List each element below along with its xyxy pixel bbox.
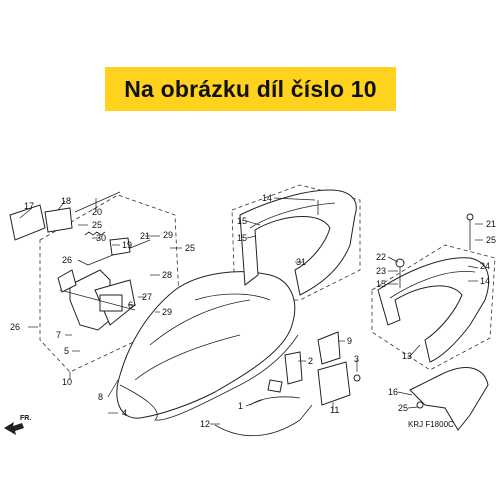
leader-lines — [19, 197, 483, 425]
spring — [84, 231, 106, 236]
part-label: 2 — [308, 356, 313, 366]
part-label: 31 — [296, 257, 306, 267]
part-label: 15 — [376, 279, 386, 289]
part-label: 27 — [142, 292, 152, 302]
part-label: 21 — [486, 219, 496, 229]
part-label: 8 — [98, 392, 103, 402]
drawing-code: KRJ F1800C — [408, 420, 454, 429]
direction-label: FR. — [20, 415, 31, 422]
part-label: 25 — [92, 220, 102, 230]
part-label: 3 — [354, 354, 359, 364]
part-highlight-banner: Na obrázku díl číslo 10 — [105, 67, 396, 111]
hinge-plate-9 — [317, 331, 341, 365]
part-label: 17 — [24, 201, 34, 211]
part-label: 30 — [96, 233, 106, 243]
part-label: 1 — [238, 401, 243, 411]
part-label: 26 — [62, 255, 72, 265]
part-label: 16 — [388, 387, 398, 397]
part-label: 5 — [64, 346, 69, 356]
part-label: 15 — [237, 216, 247, 226]
part-label: 25 — [486, 235, 496, 245]
part-label: 14 — [480, 276, 490, 286]
bolt-21-head — [466, 213, 474, 221]
seat — [116, 271, 296, 419]
part-label: 9 — [347, 336, 352, 346]
luggage-rack-lower — [377, 257, 490, 363]
hinge-plate-2 — [284, 351, 303, 385]
bolt-22-head — [395, 258, 405, 268]
bolt-3 — [353, 374, 361, 382]
lock-bracket-11 — [317, 361, 351, 406]
part-label: 22 — [376, 252, 386, 262]
part-label: 29 — [162, 307, 172, 317]
part-label: 14 — [262, 193, 272, 203]
banner-text: Na obrázku díl číslo 10 — [124, 75, 377, 102]
part-label: 29 — [163, 230, 173, 240]
part-label: 18 — [61, 196, 71, 206]
part-number-labels: 17 18 20 25 30 26 19 21 29 25 28 27 6 29… — [10, 193, 496, 429]
part-label: 21 — [140, 231, 150, 241]
part-18-cover — [44, 207, 73, 233]
part-label: 12 — [200, 419, 210, 429]
seat-opener-cable — [74, 191, 121, 213]
part-label: 19 — [122, 240, 132, 250]
seat-gasket — [119, 334, 299, 421]
cable-1-end — [267, 379, 283, 393]
part-label: 25 — [185, 243, 195, 253]
part-label: 25 — [398, 403, 408, 413]
front-direction-arrow: FR. — [4, 415, 31, 435]
part-label: 20 — [92, 207, 102, 217]
part-label: 11 — [330, 405, 339, 415]
part-label: 13 — [402, 351, 412, 361]
part-label: 24 — [480, 261, 490, 271]
part-label: 26 — [10, 322, 20, 332]
part-label: 15 — [237, 233, 247, 243]
part-label: 6 — [128, 300, 133, 310]
bolt-25-bottom — [416, 401, 424, 409]
part-26-hinge — [57, 269, 77, 293]
part-label: 7 — [56, 330, 61, 340]
group-outline-rack-right — [371, 244, 496, 371]
cable-12 — [214, 404, 313, 437]
part-label: 28 — [162, 270, 172, 280]
part-label: 4 — [122, 408, 127, 418]
part-label: 10 — [62, 377, 72, 387]
part-17-cover — [9, 204, 46, 241]
cable-1 — [249, 396, 301, 406]
part-19-hinge — [109, 237, 131, 256]
part-label: 23 — [376, 266, 386, 276]
mount-bracket-16 — [409, 367, 489, 431]
